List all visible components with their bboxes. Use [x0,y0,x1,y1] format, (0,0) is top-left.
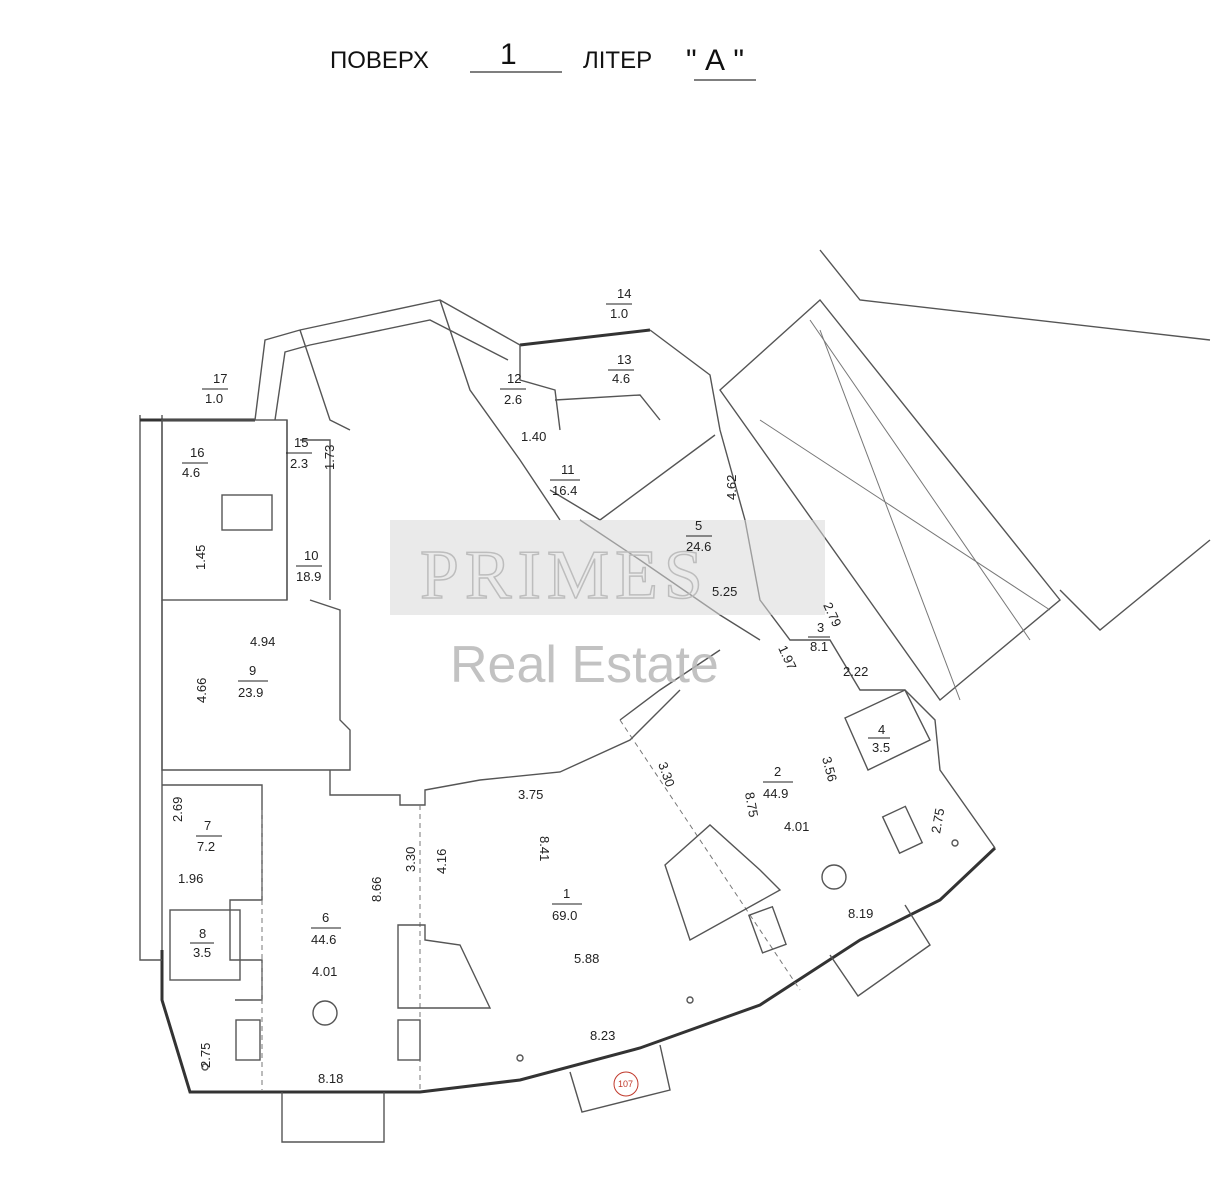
dimension: 2.75 [928,807,947,835]
dimension: 8.66 [369,877,384,902]
room-7-area: 7.2 [197,839,215,854]
room-3-number: 3 [817,620,824,635]
room-1-area: 69.0 [552,908,577,923]
room-8-number: 8 [199,926,206,941]
room-8: 8 3.5 [190,926,214,960]
floor-value: 1 [500,38,517,71]
stamp: 107 [613,1071,639,1097]
dimension: 3.75 [518,787,543,802]
room-9-area: 23.9 [238,685,263,700]
dimension: 1.40 [521,429,546,444]
room-1: 1 69.0 [552,886,582,923]
room-labels: 1 69.0 2 44.9 3 8.1 4 3.5 5 24.6 6 44.6 [182,286,890,960]
room-6: 6 44.6 [311,910,341,947]
dimension-labels: 4.62 5.25 2.79 1.97 2.22 3.56 2.75 3.30 … [170,429,947,1086]
room-7-number: 7 [204,818,211,833]
dimension: 3.56 [819,755,840,783]
dimension: 8.19 [848,906,873,921]
room-15-number: 15 [294,435,308,450]
stamp-number: 107 [618,1079,633,1089]
dimension: 2.22 [843,664,868,679]
room-6-number: 6 [322,910,329,925]
dimension: 1.97 [775,643,799,672]
room-2: 2 44.9 [763,764,793,801]
dimension: 3.30 [655,760,678,789]
room-8-area: 3.5 [193,945,211,960]
letter-label: ЛІТЕР [583,47,652,74]
watermark: PRIMES Real Estate [390,520,825,694]
room-9-number: 9 [249,663,256,678]
dimension: 4.94 [250,634,275,649]
room-10: 10 18.9 [296,548,322,584]
watermark-box [390,520,825,615]
room-15: 15 2.3 [286,435,312,471]
room-13-area: 4.6 [612,371,630,386]
room-15-area: 2.3 [290,456,308,471]
room-4: 4 3.5 [868,722,890,755]
room-17: 17 1.0 [202,371,228,406]
dimension: 4.01 [784,819,809,834]
room-16-area: 4.6 [182,465,200,480]
room-17-number: 17 [213,371,227,386]
room-14: 14 1.0 [606,286,632,321]
room-10-number: 10 [304,548,318,563]
dimension: 4.66 [194,678,209,703]
room-3: 3 8.1 [808,620,830,654]
room-5-number: 5 [695,518,702,533]
inner-walls [161,419,959,1143]
room-9: 9 23.9 [238,663,268,700]
room-6-area: 44.6 [311,932,336,947]
room-16: 16 4.6 [182,445,208,480]
room-2-area: 44.9 [763,786,788,801]
room-4-number: 4 [878,722,885,737]
dimension: 4.16 [434,849,449,874]
room-12-area: 2.6 [504,392,522,407]
room-11-number: 11 [561,462,575,477]
dimension: 3.30 [403,847,418,872]
room-5-area: 24.6 [686,539,711,554]
dimension: 8.23 [590,1028,615,1043]
room-4-area: 3.5 [872,740,890,755]
room-12: 12 2.6 [500,371,526,407]
room-17-area: 1.0 [205,391,223,406]
floor-label: ПОВЕРХ [330,47,429,74]
dimension: 1.96 [178,871,203,886]
dimension: 2.75 [198,1043,213,1068]
room-13-number: 13 [617,352,631,367]
room-3-area: 8.1 [810,639,828,654]
room-7: 7 7.2 [196,818,222,854]
room-12-number: 12 [507,371,521,386]
dimension: 1.45 [193,545,208,570]
room-1-number: 1 [563,886,570,901]
watermark-subtitle: Real Estate [450,636,719,694]
dimension: 8.75 [742,791,761,819]
letter-value: " А " [686,44,744,77]
dimension: 2.69 [170,797,185,822]
dimension: 1.73 [322,445,337,470]
room-2-number: 2 [774,764,781,779]
room-13: 13 4.6 [608,352,634,386]
plan-header: ПОВЕРХ 1 ЛІТЕР " А " [330,38,756,81]
dimension: 5.25 [712,584,737,599]
dimension: 4.62 [724,475,739,500]
dimension: 8.18 [318,1071,343,1086]
dimension: 5.88 [574,951,599,966]
watermark-brand: PRIMES [420,537,709,614]
room-16-number: 16 [190,445,204,460]
room-10-area: 18.9 [296,569,321,584]
room-11-area: 16.4 [552,483,577,498]
room-5: 5 24.6 [686,518,712,554]
dimension: 4.01 [312,964,337,979]
dimension: 8.41 [537,836,552,861]
room-14-area: 1.0 [610,306,628,321]
room-14-number: 14 [617,286,631,301]
room-11: 11 16.4 [550,462,580,498]
